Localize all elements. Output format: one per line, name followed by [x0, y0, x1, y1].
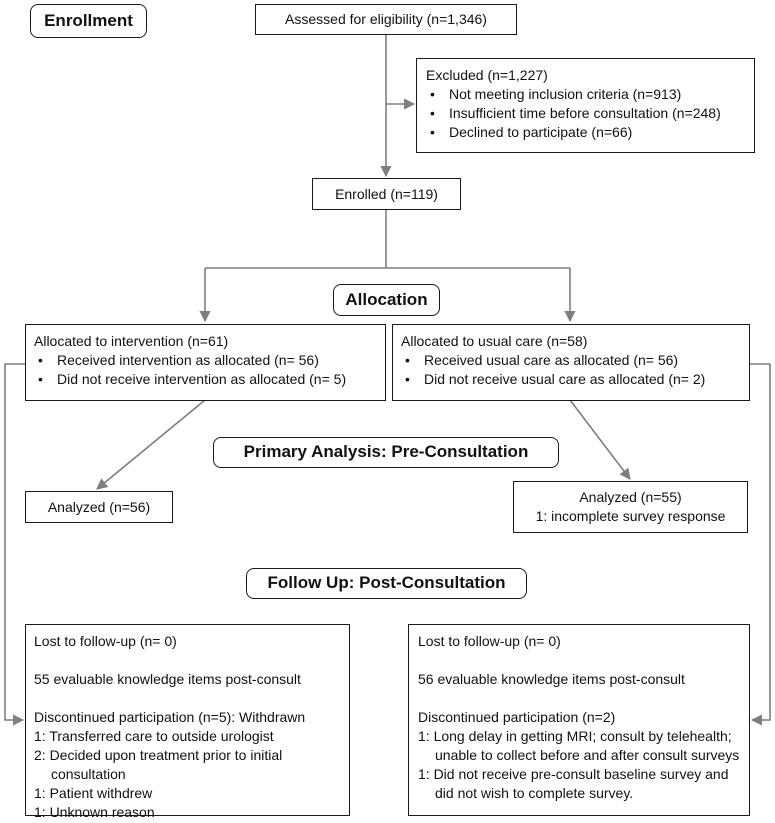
excluded-box: Excluded (n=1,227) Not meeting inclusion…	[416, 58, 755, 153]
usual-care-item: Received usual care as allocated (n= 56)	[401, 351, 741, 370]
arrow-to-followup-right	[750, 363, 771, 726]
excluded-item: Insufficient time before consultation (n…	[426, 104, 745, 123]
enrolled-text: Enrolled (n=119)	[335, 186, 438, 202]
followup-right-discontinued: Discontinued participation (n=2)	[418, 709, 616, 725]
usual-care-item: Did not receive usual care as allocated …	[401, 370, 741, 389]
stage-follow-up: Follow Up: Post-Consultation	[246, 568, 527, 599]
followup-left-reason: 1: Unknown reason	[34, 804, 155, 820]
intervention-item: Received intervention as allocated (n= 5…	[34, 351, 377, 370]
arrow-to-analyzed-right	[569, 399, 631, 480]
analyzed-left-box: Analyzed (n=56)	[25, 491, 173, 523]
arrow-to-followup-left	[4, 363, 25, 726]
followup-left-reason: 1: Transferred care to outside urologist	[34, 728, 274, 744]
analyzed-right-title: Analyzed (n=55)	[579, 489, 682, 505]
stage-enrollment: Enrollment	[30, 4, 147, 38]
usual-care-title: Allocated to usual care (n=58)	[401, 333, 588, 349]
followup-right-evaluable: 56 evaluable knowledge items post-consul…	[418, 671, 685, 687]
followup-left-evaluable: 55 evaluable knowledge items post-consul…	[34, 671, 301, 687]
usual-care-box: Allocated to usual care (n=58) Received …	[392, 324, 750, 401]
excluded-item: Declined to participate (n=66)	[426, 123, 745, 142]
usual-care-list: Received usual care as allocated (n= 56)…	[401, 351, 741, 389]
followup-right-reason: 1: Did not receive pre-consult baseline …	[418, 766, 729, 801]
excluded-title: Excluded (n=1,227)	[426, 67, 548, 83]
followup-left-reason: 1: Patient withdrew	[34, 785, 153, 801]
followup-left-box: Lost to follow-up (n= 0) 55 evaluable kn…	[25, 624, 350, 820]
assessed-text: Assessed for eligibility (n=1,346)	[285, 11, 487, 27]
intervention-item: Did not receive intervention as allocate…	[34, 370, 377, 389]
enrolled-box: Enrolled (n=119)	[312, 178, 461, 210]
excluded-list: Not meeting inclusion criteria (n=913) I…	[426, 85, 745, 142]
stage-allocation: Allocation	[333, 284, 440, 316]
analyzed-right-note: 1: incomplete survey response	[535, 508, 726, 524]
intervention-box: Allocated to intervention (n=61) Receive…	[25, 324, 386, 401]
intervention-title: Allocated to intervention (n=61)	[34, 333, 229, 349]
arrow-to-analyzed-left	[96, 399, 206, 490]
intervention-list: Received intervention as allocated (n= 5…	[34, 351, 377, 389]
followup-left-reason: 2: Decided upon treatment prior to initi…	[34, 747, 283, 782]
analyzed-left-text: Analyzed (n=56)	[47, 499, 151, 515]
assessed-box: Assessed for eligibility (n=1,346)	[255, 4, 517, 35]
excluded-item: Not meeting inclusion criteria (n=913)	[426, 85, 745, 104]
followup-right-box: Lost to follow-up (n= 0) 56 evaluable kn…	[408, 624, 750, 816]
followup-left-discontinued: Discontinued participation (n=5): Withdr…	[34, 709, 306, 725]
analyzed-right-box: Analyzed (n=55) 1: incomplete survey res…	[513, 481, 748, 533]
followup-left-lost: Lost to follow-up (n= 0)	[34, 633, 177, 649]
followup-right-lost: Lost to follow-up (n= 0)	[418, 633, 561, 649]
followup-right-reason: 1: Long delay in getting MRI; consult by…	[418, 728, 740, 763]
stage-primary-analysis: Primary Analysis: Pre-Consultation	[213, 437, 559, 468]
